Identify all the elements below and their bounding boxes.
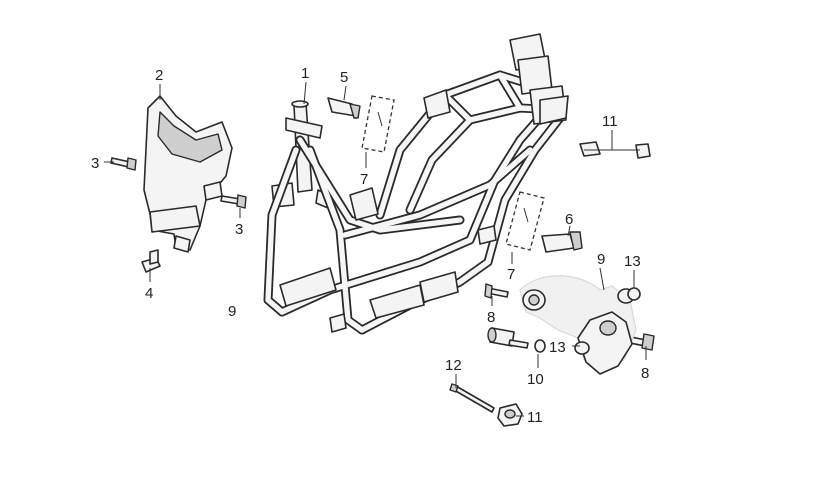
label-plate-7-lower[interactable] — [505, 191, 545, 251]
callout-9-right: 9 — [597, 251, 605, 268]
callout-12: 12 — [445, 357, 462, 374]
washer-10[interactable] — [508, 339, 546, 353]
callout-7-lower: 7 — [507, 266, 515, 283]
front-panel-bracket[interactable] — [143, 95, 233, 253]
callout-1: 1 — [301, 65, 309, 82]
rubber-bushing-6[interactable] — [541, 231, 583, 253]
callout-4: 4 — [145, 285, 153, 302]
callout-13-upper: 13 — [624, 253, 641, 270]
callout-8-left: 8 — [487, 309, 495, 326]
rubber-bushing-5[interactable] — [327, 97, 361, 119]
nut-11-lower[interactable] — [497, 403, 523, 427]
leader-lines — [104, 81, 647, 417]
callout-7-upper: 7 — [360, 171, 368, 188]
bolt-8-left[interactable] — [484, 283, 509, 299]
callout-9-left: 9 — [228, 303, 236, 320]
label-plate-7-upper[interactable] — [361, 95, 395, 153]
callout-5: 5 — [340, 69, 348, 86]
main-frame[interactable] — [263, 33, 569, 335]
nut-11-upper[interactable] — [579, 141, 651, 159]
callout-11-upper: 11 — [602, 113, 618, 130]
callout-13-lower: 13 — [549, 339, 566, 356]
callout-8-right: 8 — [641, 365, 649, 382]
bolt-3-right[interactable] — [220, 194, 247, 209]
callout-10: 10 — [527, 371, 544, 388]
engine-hanger[interactable] — [487, 275, 637, 375]
callout-11-lower: 11 — [527, 409, 543, 426]
long-bolt-12[interactable] — [449, 383, 495, 413]
callout-6: 6 — [565, 211, 573, 228]
nut-4[interactable] — [141, 249, 161, 273]
bolt-3-left[interactable] — [110, 157, 137, 171]
callout-3-left: 3 — [91, 155, 99, 172]
callout-labels: 1 2 3 3 4 5 6 7 7 8 8 9 9 10 11 11 12 13… — [91, 65, 649, 426]
callout-3-right: 3 — [235, 221, 243, 238]
callout-2: 2 — [155, 67, 163, 84]
